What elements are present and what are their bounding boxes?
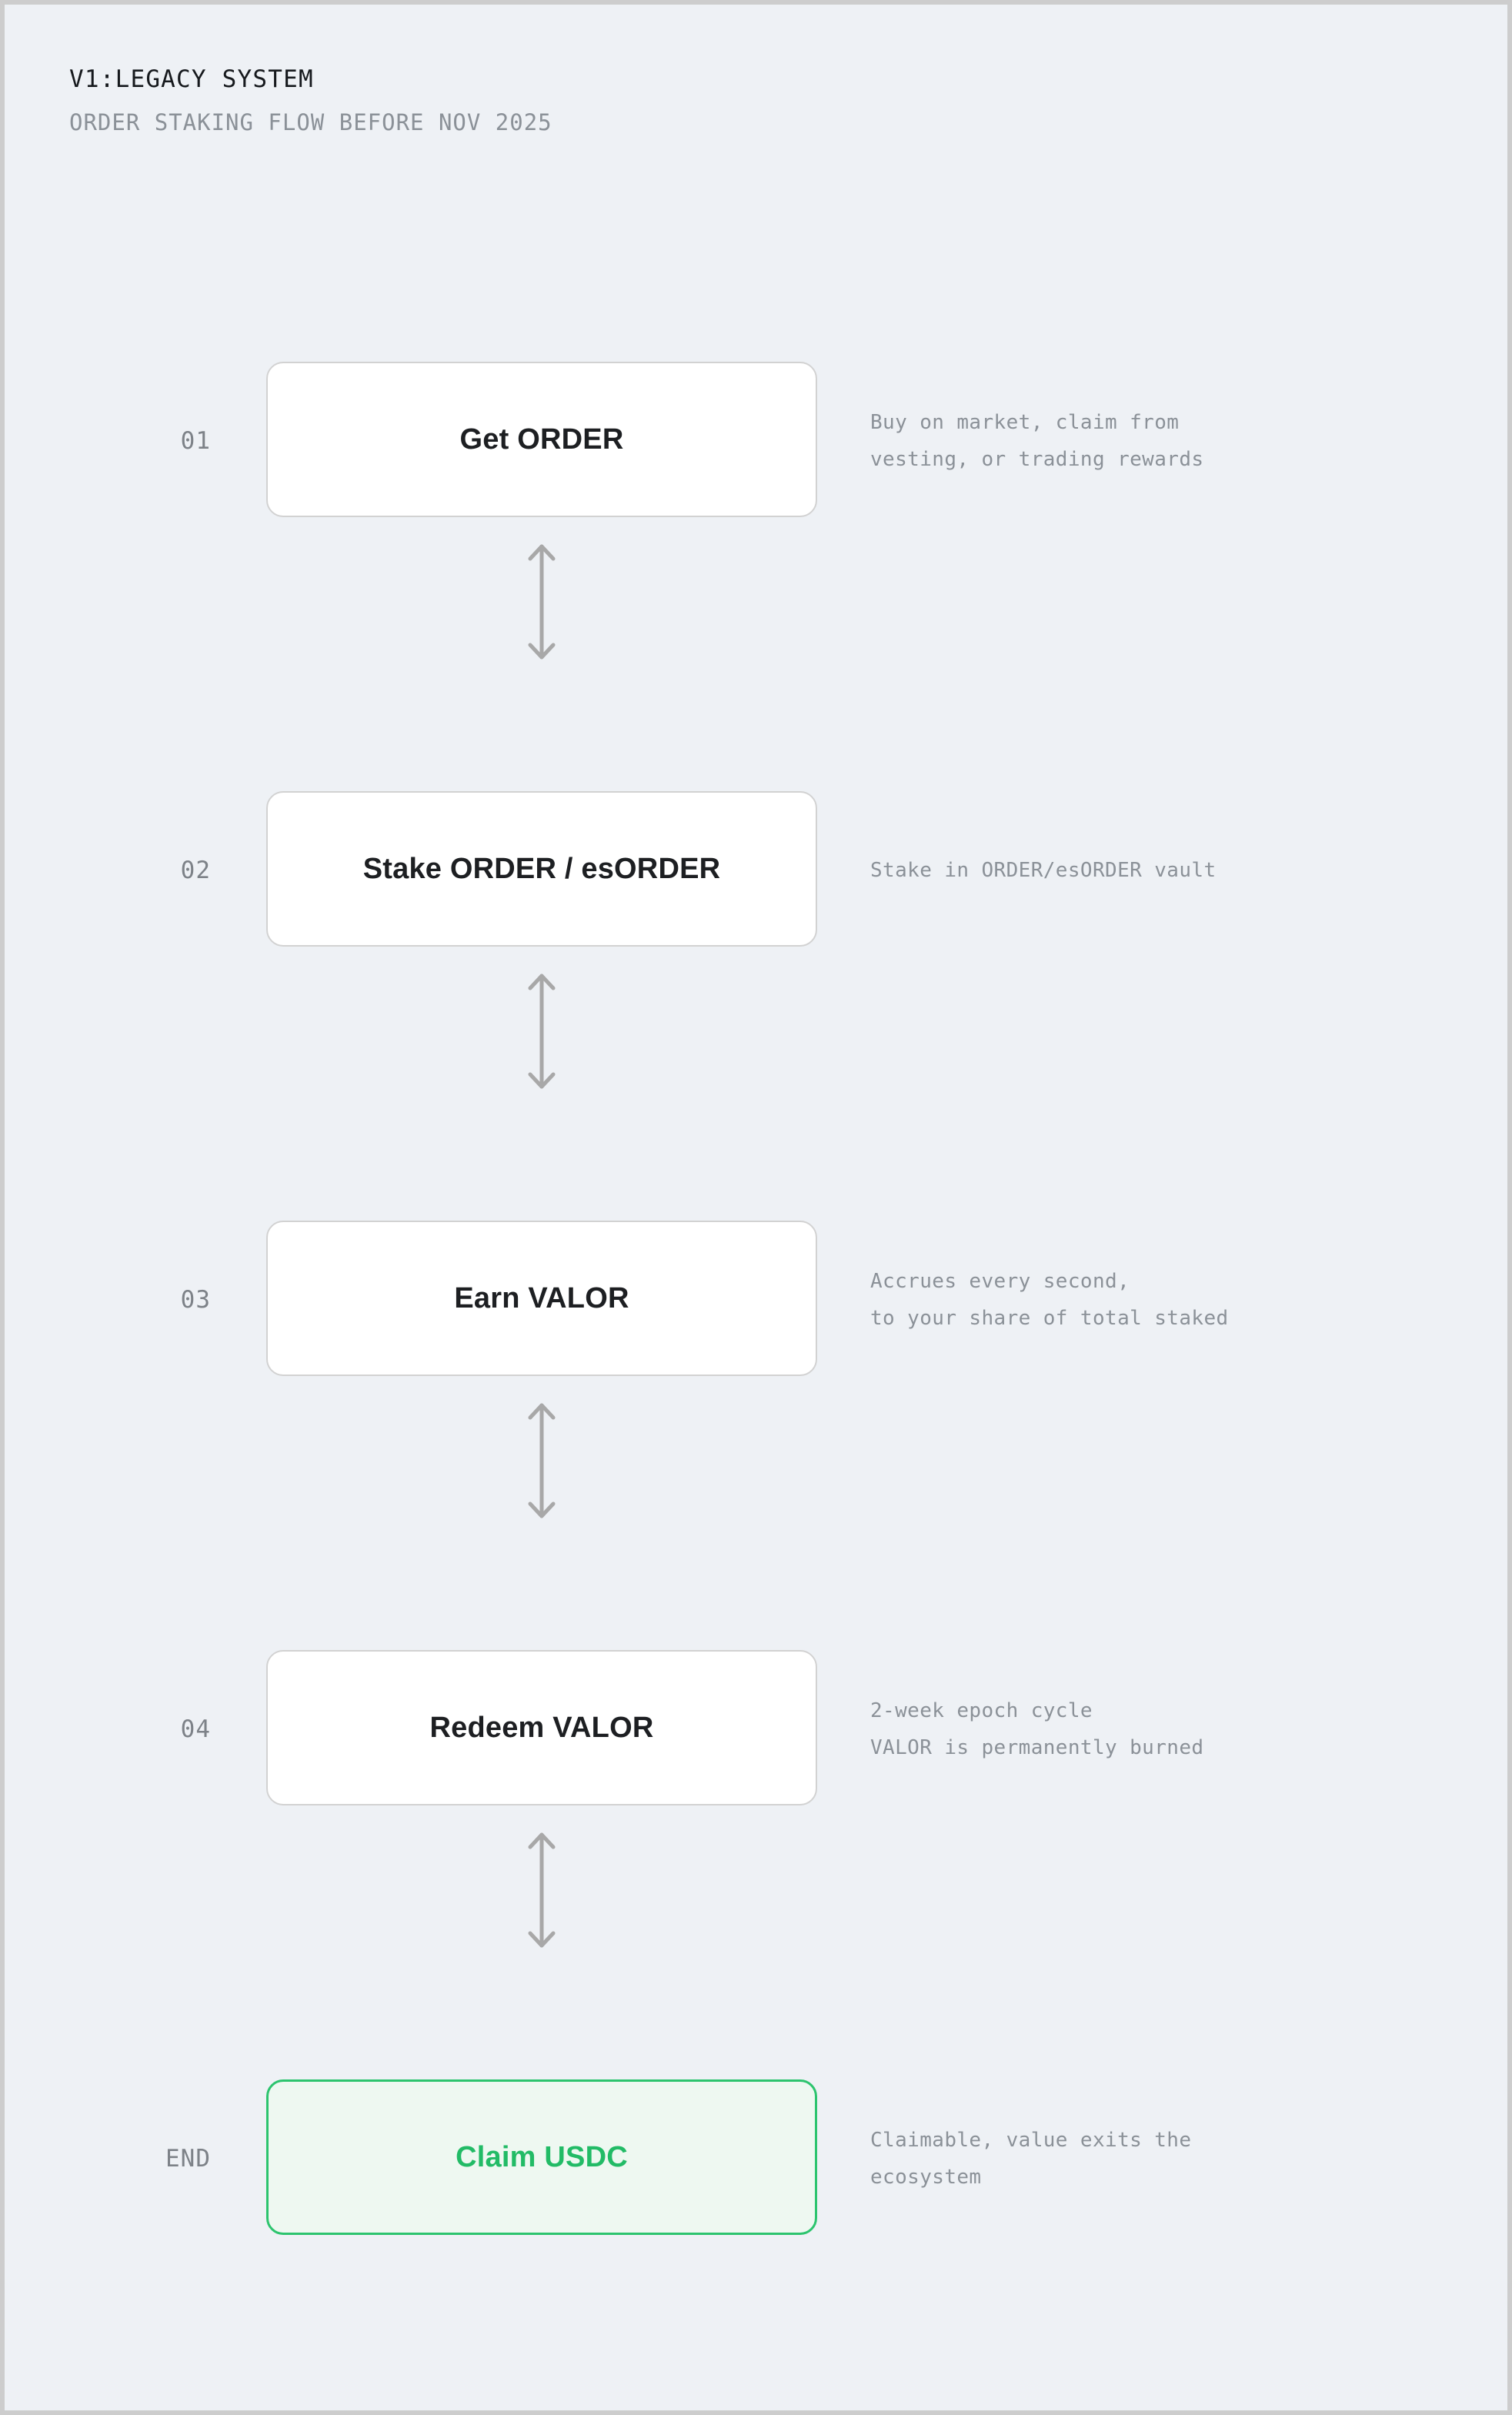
description-line: to your share of total staked	[870, 1307, 1229, 1330]
double-arrow-icon	[514, 542, 569, 662]
flow-card[interactable]: Stake ORDER / esORDER	[266, 791, 817, 947]
flow-card-label: Redeem VALOR	[429, 1711, 654, 1744]
flow-card[interactable]: Earn VALOR	[266, 1221, 817, 1376]
description-line: Stake in ORDER/esORDER vault	[870, 859, 1217, 882]
page-canvas: V1:LEGACY SYSTEM ORDER STAKING FLOW BEFO…	[5, 5, 1507, 2410]
flow-step-description: Accrues every second, to your share of to…	[870, 1221, 1455, 1379]
description-line: Accrues every second,	[870, 1270, 1130, 1293]
flow-card-label: Earn VALOR	[454, 1281, 629, 1314]
step-number-label: 04	[180, 1715, 211, 1743]
description-line: VALOR is permanently burned	[870, 1736, 1204, 1759]
flow-step-description: Stake in ORDER/esORDER vault	[870, 791, 1455, 950]
double-arrow-icon	[514, 1401, 569, 1521]
step-number-label: 02	[180, 857, 211, 884]
description-line: Claimable, value exits the	[870, 2129, 1192, 2152]
header: V1:LEGACY SYSTEM ORDER STAKING FLOW BEFO…	[69, 68, 1300, 134]
description-line: Buy on market, claim from	[870, 411, 1180, 434]
page-title: V1:LEGACY SYSTEM	[69, 65, 314, 93]
flow-card-label: Stake ORDER / esORDER	[362, 852, 721, 885]
double-arrow-icon	[514, 971, 569, 1091]
description-line: 2-week epoch cycle	[870, 1699, 1093, 1722]
flow-step-row: END Claim USDC Claimable, value exits the e…	[5, 2079, 1507, 2238]
flow-card-label: Claim USDC	[456, 2140, 628, 2173]
flow-step-description: Buy on market, claim from vesting, or tra…	[870, 362, 1455, 520]
flow-step-row: 03 Earn VALOR Accrues every second, to your…	[5, 1221, 1507, 1379]
description-line: ecosystem	[870, 2166, 982, 2189]
page-subtitle: ORDER STAKING FLOW BEFORE NOV 2025	[69, 109, 552, 135]
flow-step-row: 02 Stake ORDER / esORDER Stake in ORDER/es…	[5, 791, 1507, 950]
step-number-label: 01	[180, 427, 211, 455]
flow-card-label: Get ORDER	[459, 423, 624, 456]
flow-card[interactable]: Redeem VALOR	[266, 1650, 817, 1805]
flow-card-final[interactable]: Claim USDC	[266, 2079, 817, 2235]
step-number-label: END	[165, 2145, 211, 2173]
flow-card[interactable]: Get ORDER	[266, 362, 817, 517]
step-number-label: 03	[180, 1286, 211, 1314]
double-arrow-icon	[514, 1830, 569, 1950]
description-line: vesting, or trading rewards	[870, 448, 1204, 471]
flow-step-description: Claimable, value exits the ecosystem	[870, 2079, 1455, 2238]
flow-step-row: 01 Get ORDER Buy on market, claim from vest…	[5, 362, 1507, 520]
staking-flow-diagram: 01 Get ORDER Buy on market, claim from vest…	[5, 5, 1507, 2410]
